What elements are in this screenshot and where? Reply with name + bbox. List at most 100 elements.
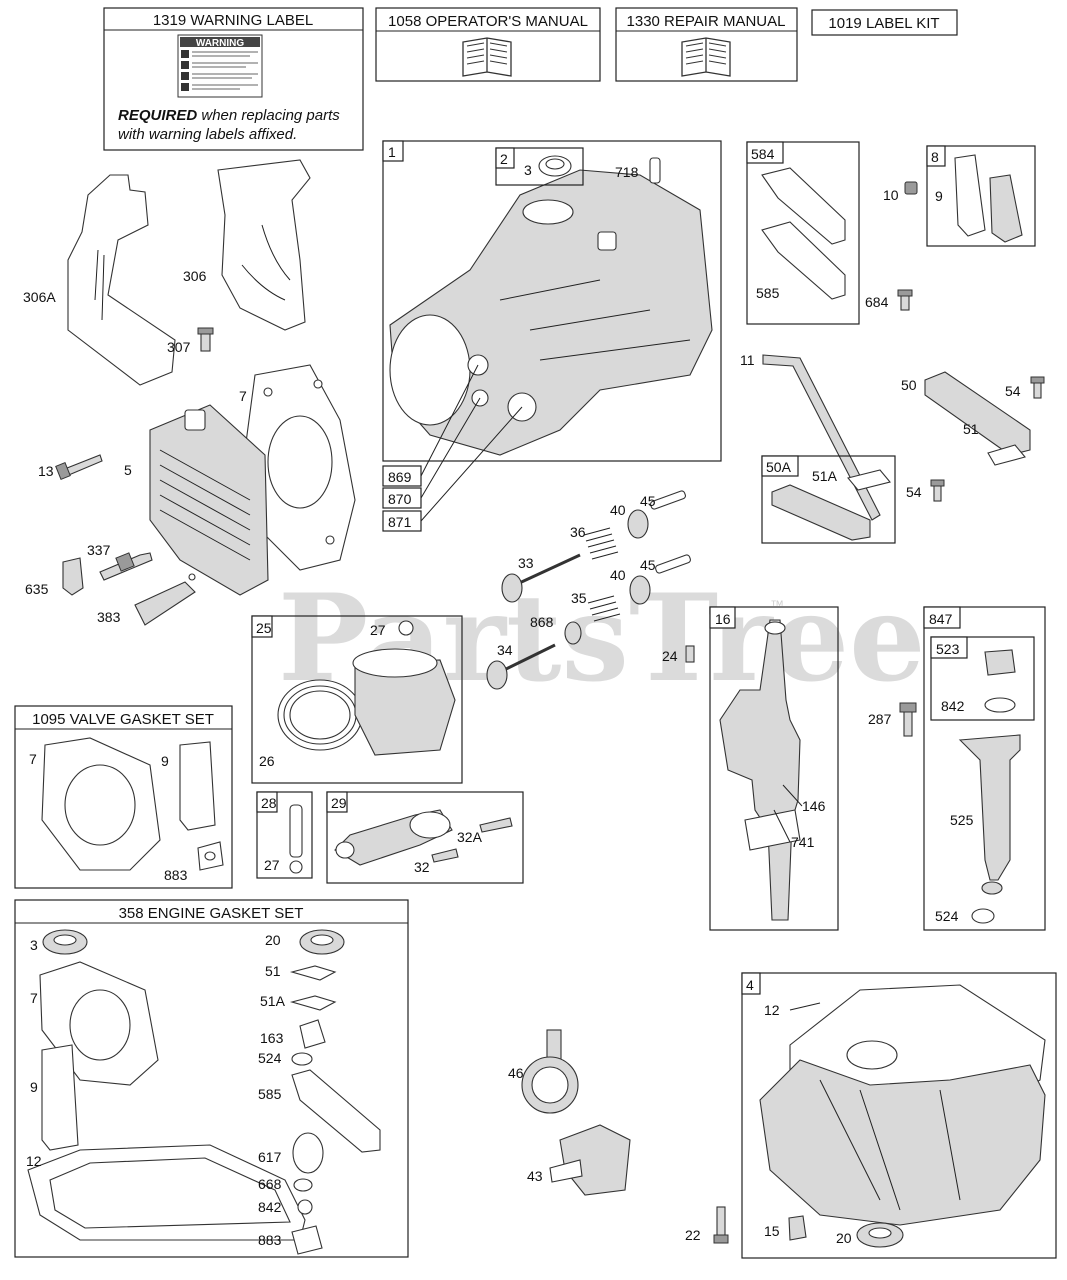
governor-43[interactable] [549, 1124, 631, 1196]
warning-label-box[interactable]: 1319 WARNING LABEL WARNING REQUIRED when… [103, 7, 364, 151]
screw-10[interactable] [904, 181, 918, 195]
label-22: 22 [685, 1227, 701, 1243]
label-20: 20 [836, 1230, 852, 1246]
engine-gasket-set-box[interactable]: 358 ENGINE GASKET SET [14, 899, 409, 1258]
plug-box-869[interactable]: 869 [382, 465, 422, 487]
shroud-306[interactable] [217, 159, 311, 331]
spring-35[interactable] [587, 595, 621, 622]
label-g668: 668 [258, 1176, 282, 1192]
gasket-box-8[interactable]: 8 [926, 145, 1036, 247]
label-13: 13 [38, 463, 54, 479]
label-741: 741 [791, 834, 815, 850]
label-45-a: 45 [640, 493, 656, 509]
pin-718[interactable] [649, 157, 661, 184]
screw-307[interactable] [197, 327, 214, 352]
retainer-40-b[interactable] [629, 575, 651, 605]
rocker-383[interactable] [134, 573, 196, 626]
screw-54-a[interactable] [1030, 376, 1045, 399]
label-27-pin: 27 [264, 857, 280, 873]
label-54-a: 54 [1005, 383, 1021, 399]
box-label-584: 584 [751, 146, 775, 162]
seal-box-2[interactable]: 2 [495, 147, 584, 186]
head-gasket-7[interactable] [244, 364, 356, 571]
wire-boot-635[interactable] [62, 557, 84, 596]
label-46: 46 [508, 1065, 524, 1081]
label-g163: 163 [260, 1030, 284, 1046]
box-label-1: 1 [388, 144, 396, 160]
leader-lines-crank [773, 784, 803, 843]
valve-33[interactable] [501, 553, 581, 603]
camshaft-46[interactable] [521, 1029, 579, 1114]
valve-34[interactable] [486, 643, 556, 690]
screw-54-b[interactable] [930, 479, 945, 502]
seal-868[interactable] [564, 621, 582, 645]
rod-box-29[interactable]: 29 [326, 791, 524, 884]
plug-box-871[interactable]: 871 [382, 510, 422, 532]
label-287: 287 [868, 711, 892, 727]
crankshaft-box-16[interactable]: 16 [709, 606, 839, 931]
label-12: 12 [764, 1002, 780, 1018]
piston-box-25[interactable]: 25 [251, 615, 463, 784]
screw-287[interactable] [899, 702, 917, 737]
spark-plug-337[interactable] [99, 552, 153, 581]
required-note-line2: with warning labels affixed. [118, 126, 297, 143]
watermark-trademark: ™ [770, 597, 784, 613]
label-kit-box[interactable]: 1019 LABEL KIT [811, 9, 958, 36]
leader-lines-plugs [420, 364, 523, 522]
warning-label-title: 1319 WARNING LABEL [153, 12, 313, 29]
label-870: 870 [388, 491, 412, 507]
label-g51: 51 [265, 963, 281, 979]
key-24[interactable] [685, 645, 695, 663]
label-307: 307 [167, 339, 191, 355]
leader-line-12 [789, 1002, 821, 1011]
label-306a: 306A [23, 289, 56, 305]
label-9-top: 9 [935, 188, 943, 204]
sticker-title: WARNING [196, 38, 245, 49]
screw-22[interactable] [713, 1206, 729, 1244]
label-34: 34 [497, 642, 513, 658]
label-525: 525 [950, 812, 974, 828]
label-40-b: 40 [610, 567, 626, 583]
spring-36[interactable] [583, 527, 619, 560]
label-10: 10 [883, 187, 899, 203]
valve-cap-45-b[interactable] [655, 554, 692, 574]
label-g20: 20 [265, 932, 281, 948]
box-label-847: 847 [929, 611, 953, 627]
repair-manual-box[interactable]: 1330 REPAIR MANUAL [615, 7, 798, 82]
shroud-306a[interactable] [67, 174, 176, 386]
operators-manual-title: 1058 OPERATOR'S MANUAL [388, 13, 588, 30]
plug-box-870[interactable]: 870 [382, 487, 422, 509]
screw-684[interactable] [897, 289, 913, 311]
breather-box-50a[interactable]: 50A [761, 455, 896, 544]
label-146: 146 [802, 798, 826, 814]
tube-11[interactable] [762, 354, 881, 521]
gasket-box-584[interactable]: 584 [746, 141, 860, 325]
label-35: 35 [571, 590, 587, 606]
breather-tube-50[interactable] [924, 371, 1031, 456]
valve-cap-45-a[interactable] [650, 490, 687, 510]
valve-gasket-set-title: 1095 VALVE GASKET SET [32, 711, 214, 728]
box-label-28: 28 [261, 795, 277, 811]
operators-manual-box[interactable]: 1058 OPERATOR'S MANUAL [375, 7, 601, 82]
pin-box-28[interactable]: 28 [256, 791, 313, 879]
crankcase-box-1[interactable]: 1 [382, 140, 722, 462]
bolt-13[interactable] [55, 454, 103, 481]
box-label-29: 29 [331, 795, 347, 811]
label-v883: 883 [164, 867, 188, 883]
label-383: 383 [97, 609, 121, 625]
label-51a-top: 51A [812, 468, 838, 484]
sump-box-4[interactable]: 4 [741, 972, 1057, 1259]
dipstick-box-847[interactable]: 847 523 [923, 606, 1046, 931]
valve-gasket-set-box[interactable]: 1095 VALVE GASKET SET [14, 705, 233, 889]
label-11: 11 [740, 352, 755, 368]
plug-15[interactable] [788, 1215, 807, 1241]
cylinder-head-5[interactable] [149, 404, 269, 596]
book-icon [462, 37, 512, 77]
label-v7: 7 [29, 751, 37, 767]
gasket-51[interactable] [987, 444, 1026, 466]
warning-sticker-icon: WARNING [177, 34, 263, 98]
seal-20[interactable] [856, 1222, 904, 1248]
retainer-40-a[interactable] [627, 509, 649, 539]
label-869: 869 [388, 469, 412, 485]
